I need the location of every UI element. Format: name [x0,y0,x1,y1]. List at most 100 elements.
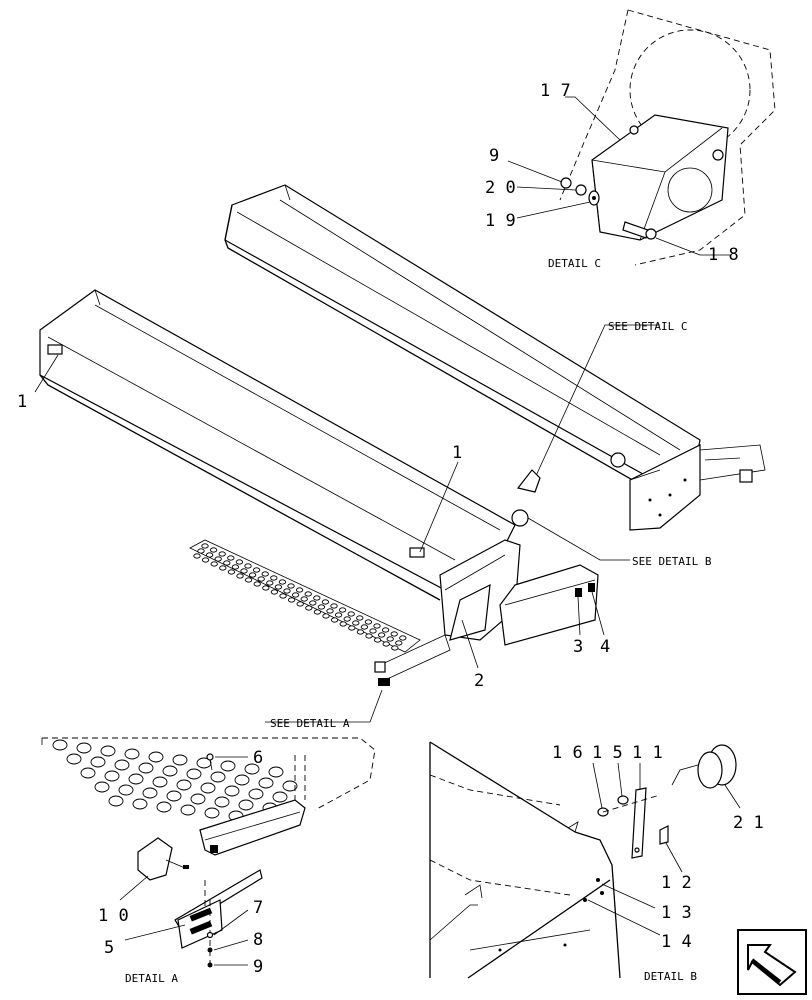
belt-hole [257,576,265,582]
detail-b: 1 6 1 5 1 1 2 1 1 2 1 3 1 4 DETAIL B [429,741,764,983]
belt-hole [395,640,403,646]
belt-hole [227,555,235,561]
belt-hole [309,600,317,606]
belt-hole [214,796,230,808]
belt-hole [231,564,240,570]
detail-c: 1 7 9 2 0 1 9 1 8 DETAIL C [485,9,776,270]
belt-hole [118,784,134,796]
belt-outline [189,539,421,653]
callout-16: 1 6 [552,743,583,763]
belt-hole [300,596,308,602]
belt-hole [248,788,264,800]
belt-hole [287,597,296,603]
belt-hole [399,635,407,641]
belt-hole [382,641,390,647]
belt-hole [193,553,201,559]
gearbox-housing [591,114,729,241]
detail-c-title: DETAIL C [548,257,601,270]
belt-hole [283,588,291,594]
belt-hole [218,551,226,557]
callout-17: 1 7 [540,81,571,101]
belt-hole [252,567,261,573]
belt-hole [132,798,148,810]
detail-a: 6 1 0 5 7 8 9 DETAIL A [41,737,376,985]
belt-hole [238,799,254,811]
belt-hole [266,580,274,586]
perforated-belt [189,539,421,653]
callout-14: 1 4 [661,932,692,952]
belt-hole [162,765,178,777]
detail-a-belt [52,739,302,828]
belt-hole [390,631,398,637]
belt-hole [270,589,279,595]
callout-13: 1 3 [661,903,692,923]
belt-hole [224,785,240,797]
callout-18: 1 8 [708,245,739,265]
belt-hole [142,787,158,799]
callout-4: 4 [600,637,610,657]
belt-hole [94,781,110,793]
nut-9-detail-c [560,177,572,189]
sensor-10 [137,837,189,881]
belt-hole [356,615,364,621]
belt-hole [373,637,382,643]
callout-3: 3 [573,637,583,657]
belt-hole [244,763,260,775]
belt-hole [190,793,206,805]
belt-hole [369,628,377,634]
belt-hole [100,745,116,757]
nut-15 [617,795,629,805]
belt-hole [278,579,287,585]
bracket-5 [174,869,263,949]
belt-hole [262,585,270,591]
belt-hole [258,777,274,789]
belt-hole [338,607,347,613]
belt-hole [334,612,343,618]
belt-hole [223,560,231,566]
main-callouts: 1 1 2 3 4 SEE DETAIL C SEE DETAIL B SEE … [17,320,712,730]
belt-hole [204,807,220,819]
belt-hole [180,804,196,816]
belt-hole [347,611,355,617]
detail-b-title: DETAIL B [644,970,697,983]
belt-hole [365,633,373,639]
belt-hole [356,629,365,635]
belt-hole [104,770,120,782]
belt-hole [176,779,192,791]
belt-hole [322,613,330,619]
belt-hole [291,592,300,598]
belt-hole [201,557,210,563]
belt-hole [214,556,222,562]
belt-hole [197,548,205,554]
belt-hole [172,754,188,766]
callout-20: 2 0 [485,178,516,198]
callout-6: 6 [253,748,263,768]
callout-9-detail-c: 9 [489,146,499,166]
belt-hole [152,776,168,788]
belt-hole [287,583,295,589]
belt-hole [166,790,182,802]
belt-hole [108,795,124,807]
belt-hole [253,581,261,587]
callout-1-left: 1 [17,392,27,412]
belt-hole [321,599,330,605]
belt-hole [90,756,106,768]
belt-hole [268,766,284,778]
belt-hole [261,571,269,577]
callout-9-detail-a: 9 [253,957,263,977]
belt-hole [235,559,244,565]
belt-hole [339,621,347,627]
belt-hole [128,773,144,785]
return-arrow-icon[interactable] [737,929,807,995]
see-detail-a: SEE DETAIL A [270,717,350,730]
callout-15: 1 5 [592,743,623,763]
upper-conveyor-trough [224,184,766,531]
belt-hole [348,625,356,631]
belt-hole [244,577,253,583]
belt-hole [279,593,287,599]
belt-hole [138,762,154,774]
callout-19: 1 9 [485,211,516,231]
callout-10: 1 0 [98,906,129,926]
belt-hole [186,768,202,780]
